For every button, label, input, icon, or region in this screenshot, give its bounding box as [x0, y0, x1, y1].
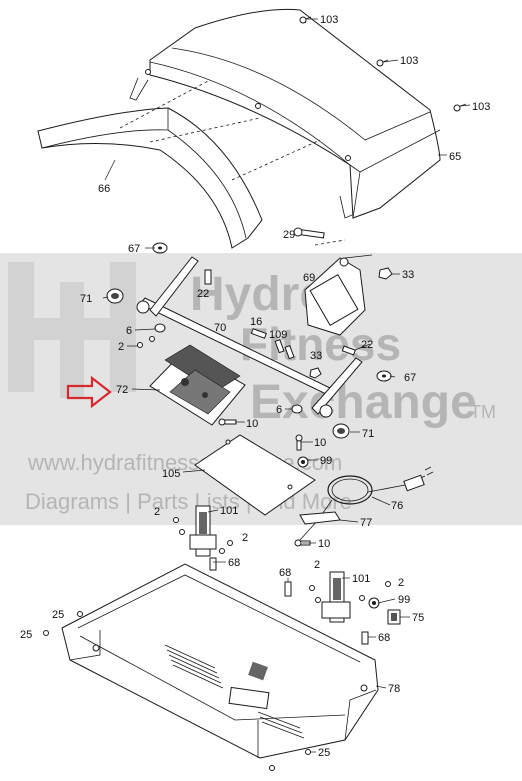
- screws-25: [43, 611, 311, 771]
- bolt-68-left: [209, 557, 217, 571]
- vent-slots-right: [257, 711, 305, 739]
- label-22-left: 22: [197, 288, 209, 300]
- clip-99-lower: [368, 597, 380, 609]
- label-105: 105: [162, 468, 180, 480]
- label-16: 16: [250, 316, 262, 328]
- label-72: 72: [116, 384, 128, 396]
- bolt-68-mid: [284, 581, 292, 597]
- label-67-right: 67: [404, 372, 416, 384]
- label-103-a: 103: [320, 14, 338, 26]
- screws-2-left-upright: [173, 517, 233, 554]
- screw-29: [293, 227, 325, 239]
- washer-67-right: [376, 370, 392, 382]
- label-78: 78: [388, 683, 400, 695]
- screws-103: [299, 16, 467, 112]
- alignment-lines-top: [119, 79, 346, 246]
- screws-2-board: [137, 336, 155, 348]
- label-29: 29: [283, 229, 295, 241]
- label-2-right-a: 2: [314, 559, 320, 571]
- bolt-68-right: [361, 631, 369, 645]
- washer-6-left: [154, 323, 166, 333]
- roller-71-left: [106, 288, 124, 304]
- clip-99-top: [297, 456, 309, 468]
- label-25-b: 25: [20, 629, 32, 641]
- label-2-left-top: 2: [154, 506, 160, 518]
- screw-10-right: [295, 434, 303, 451]
- label-101-right: 101: [352, 573, 370, 585]
- bolts-109: [274, 339, 295, 360]
- label-75: 75: [412, 612, 424, 624]
- label-66: 66: [98, 183, 110, 195]
- label-2-right-b: 2: [398, 577, 404, 589]
- watermark: Hydro Fitness Exchange TM www.hydrafitne…: [0, 253, 522, 525]
- label-33-top: 33: [402, 269, 414, 281]
- label-109: 109: [269, 329, 287, 341]
- hood-cover-65: [129, 8, 441, 219]
- label-6-left: 6: [126, 325, 132, 337]
- label-22-right: 22: [361, 339, 373, 351]
- callout-labels: 103 103 103 65 66 29 67 33 69 22 71 70 1…: [20, 14, 490, 759]
- label-70: 70: [214, 322, 226, 334]
- label-101-left: 101: [220, 505, 238, 517]
- label-25-c: 25: [318, 747, 330, 759]
- power-cord-76: [299, 466, 434, 541]
- washer-67-top: [152, 242, 168, 254]
- label-69: 69: [303, 272, 315, 284]
- highlight-arrow: [66, 375, 112, 409]
- label-76: 76: [391, 500, 403, 512]
- washer-6-right: [291, 404, 303, 414]
- bolt-22-left: [204, 269, 212, 285]
- upright-101-right: [321, 571, 351, 623]
- bolt-16: [250, 328, 267, 339]
- screw-10-board: [218, 418, 237, 426]
- motor-69: [304, 254, 373, 336]
- nut-33-top: [378, 267, 393, 280]
- label-33-mid: 33: [310, 350, 322, 362]
- watermark-tagline: Diagrams | Parts Lists | And More: [25, 489, 352, 514]
- label-68-mid: 68: [279, 567, 291, 579]
- label-71-right: 71: [362, 428, 374, 440]
- controller-board-72: [149, 344, 246, 426]
- label-6-right: 6: [276, 404, 282, 416]
- roller-71-right: [332, 423, 350, 439]
- label-25-a: 25: [52, 609, 64, 621]
- watermark-trademark: TM: [470, 402, 496, 422]
- nut-33-mid: [309, 367, 322, 379]
- label-65: 65: [449, 151, 461, 163]
- frame-70: [136, 256, 363, 418]
- label-103-b: 103: [400, 55, 418, 67]
- label-77: 77: [360, 517, 372, 529]
- plate-105: [194, 434, 316, 516]
- base-frame-78: [61, 563, 379, 759]
- label-68-left: 68: [228, 557, 240, 569]
- label-10-right: 10: [314, 437, 326, 449]
- label-67-top: 67: [128, 243, 140, 255]
- upright-101-left: [189, 505, 217, 557]
- screws-2-right-upright: [309, 581, 391, 603]
- bolt-22-right: [341, 345, 356, 356]
- vent-slots-left: [164, 644, 224, 689]
- watermark-brand-line3: Exchange: [250, 376, 477, 429]
- label-99-top: 99: [320, 455, 332, 467]
- label-10-lower: 10: [318, 538, 330, 550]
- label-10-board: 10: [246, 418, 258, 430]
- label-103-c: 103: [472, 101, 490, 113]
- label-71-left: 71: [80, 293, 92, 305]
- label-2-board: 2: [118, 341, 124, 353]
- leader-lines: [102, 18, 471, 753]
- front-cover-66: [37, 107, 263, 249]
- watermark-logo: [8, 262, 136, 398]
- label-99-lower: 99: [398, 594, 410, 606]
- label-2-left-right: 2: [242, 532, 248, 544]
- label-68-right: 68: [378, 632, 390, 644]
- switch-75: [387, 609, 401, 625]
